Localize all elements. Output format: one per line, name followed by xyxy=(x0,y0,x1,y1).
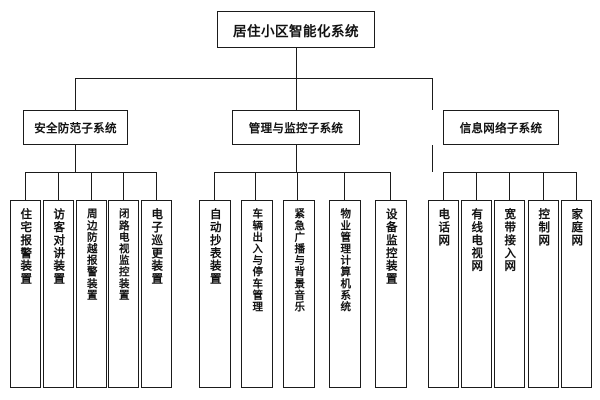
leaf-node-label: 设备监控装置 xyxy=(384,208,399,286)
branch-node-label: 信息网络子系统 xyxy=(459,120,543,135)
leaf-node-cable-tv-network[interactable]: 有线电视网 xyxy=(461,200,492,388)
leaf-node-broadband-access-network[interactable]: 宽带接入网 xyxy=(494,200,525,388)
leaf-node-label: 电话网 xyxy=(437,208,452,247)
connector-branch1-leaf-2 xyxy=(58,172,59,200)
connector-branch2-leaf-3 xyxy=(297,172,298,200)
leaf-node-perimeter-alarm[interactable]: 周边防越报警装置 xyxy=(76,200,107,388)
leaf-node-home-network[interactable]: 家庭网 xyxy=(561,200,592,388)
connector-root-stem xyxy=(296,48,297,78)
leaf-node-vehicle-parking-management[interactable]: 车辆出入与停车管理 xyxy=(241,200,273,388)
leaf-node-cctv-monitoring[interactable]: 闭路电视监控装置 xyxy=(108,200,139,388)
connector-branch1-bus xyxy=(25,172,156,173)
branch-node-label: 管理与监控子系统 xyxy=(248,120,344,135)
leaf-node-label: 物业管理计算机系统 xyxy=(339,208,352,313)
leaf-node-label: 电子巡更装置 xyxy=(150,208,165,286)
connector-branch1-leaf-5 xyxy=(156,172,157,200)
connector-branch1-leaf-4 xyxy=(123,172,124,200)
leaf-node-label: 有线电视网 xyxy=(470,208,485,273)
leaf-node-label: 车辆出入与停车管理 xyxy=(251,208,264,313)
leaf-node-label: 控制网 xyxy=(537,208,552,247)
connector-branch1-stem xyxy=(75,145,76,172)
connector-branch3-leaf-3 xyxy=(509,172,510,200)
connector-level2-bus xyxy=(75,78,432,79)
leaf-node-emergency-broadcast-music[interactable]: 紧急广播与背景音乐 xyxy=(283,200,315,388)
branch-node-network-subsystem[interactable]: 信息网络子系统 xyxy=(443,110,559,145)
leaf-node-control-network[interactable]: 控制网 xyxy=(528,200,559,388)
connector-branch2-leaf-1 xyxy=(214,172,215,200)
branch-node-label: 安全防范子系统 xyxy=(34,120,117,135)
leaf-node-label: 家庭网 xyxy=(570,208,585,247)
branch-node-management-subsystem[interactable]: 管理与监控子系统 xyxy=(232,110,360,145)
leaf-node-equipment-monitoring[interactable]: 设备监控装置 xyxy=(375,200,407,388)
connector-branch2-leaf-2 xyxy=(255,172,256,200)
connector-branch3-stem xyxy=(432,145,433,172)
leaf-node-electronic-patrol[interactable]: 电子巡更装置 xyxy=(141,200,172,388)
leaf-node-home-alarm[interactable]: 住宅报警装置 xyxy=(10,200,41,388)
connector-branch3-leaf-5 xyxy=(576,172,577,200)
connector-branch3-leaf-2 xyxy=(476,172,477,200)
leaf-node-label: 周边防越报警装置 xyxy=(85,208,98,301)
connector-drop-branch-2 xyxy=(296,78,297,110)
leaf-node-auto-meter-reading[interactable]: 自动抄表装置 xyxy=(199,200,231,388)
leaf-node-property-management-computer-system[interactable]: 物业管理计算机系统 xyxy=(329,200,361,388)
leaf-node-label: 宽带接入网 xyxy=(503,208,518,273)
branch-node-security-subsystem[interactable]: 安全防范子系统 xyxy=(23,110,128,145)
connector-branch2-bus xyxy=(214,172,390,173)
connector-branch1-leaf-3 xyxy=(91,172,92,200)
root-node-intelligent-system[interactable]: 居住小区智能化系统 xyxy=(217,11,375,48)
leaf-node-label: 访客对讲装置 xyxy=(52,208,67,286)
connector-drop-branch-3 xyxy=(432,78,433,110)
root-node-label: 居住小区智能化系统 xyxy=(233,23,359,40)
leaf-node-telephone-network[interactable]: 电话网 xyxy=(428,200,459,388)
connector-branch2-leaf-5 xyxy=(390,172,391,200)
connector-drop-branch-1 xyxy=(75,78,76,110)
connector-branch3-leaf-1 xyxy=(443,172,444,200)
leaf-node-label: 自动抄表装置 xyxy=(208,208,223,286)
leaf-node-label: 紧急广播与背景音乐 xyxy=(293,208,306,313)
leaf-node-label: 住宅报警装置 xyxy=(19,208,34,286)
leaf-node-visitor-intercom[interactable]: 访客对讲装置 xyxy=(43,200,74,388)
connector-branch1-leaf-1 xyxy=(25,172,26,200)
connector-branch2-leaf-4 xyxy=(344,172,345,200)
leaf-node-label: 闭路电视监控装置 xyxy=(117,208,130,301)
connector-branch2-stem xyxy=(296,145,297,172)
connector-branch3-leaf-4 xyxy=(543,172,544,200)
